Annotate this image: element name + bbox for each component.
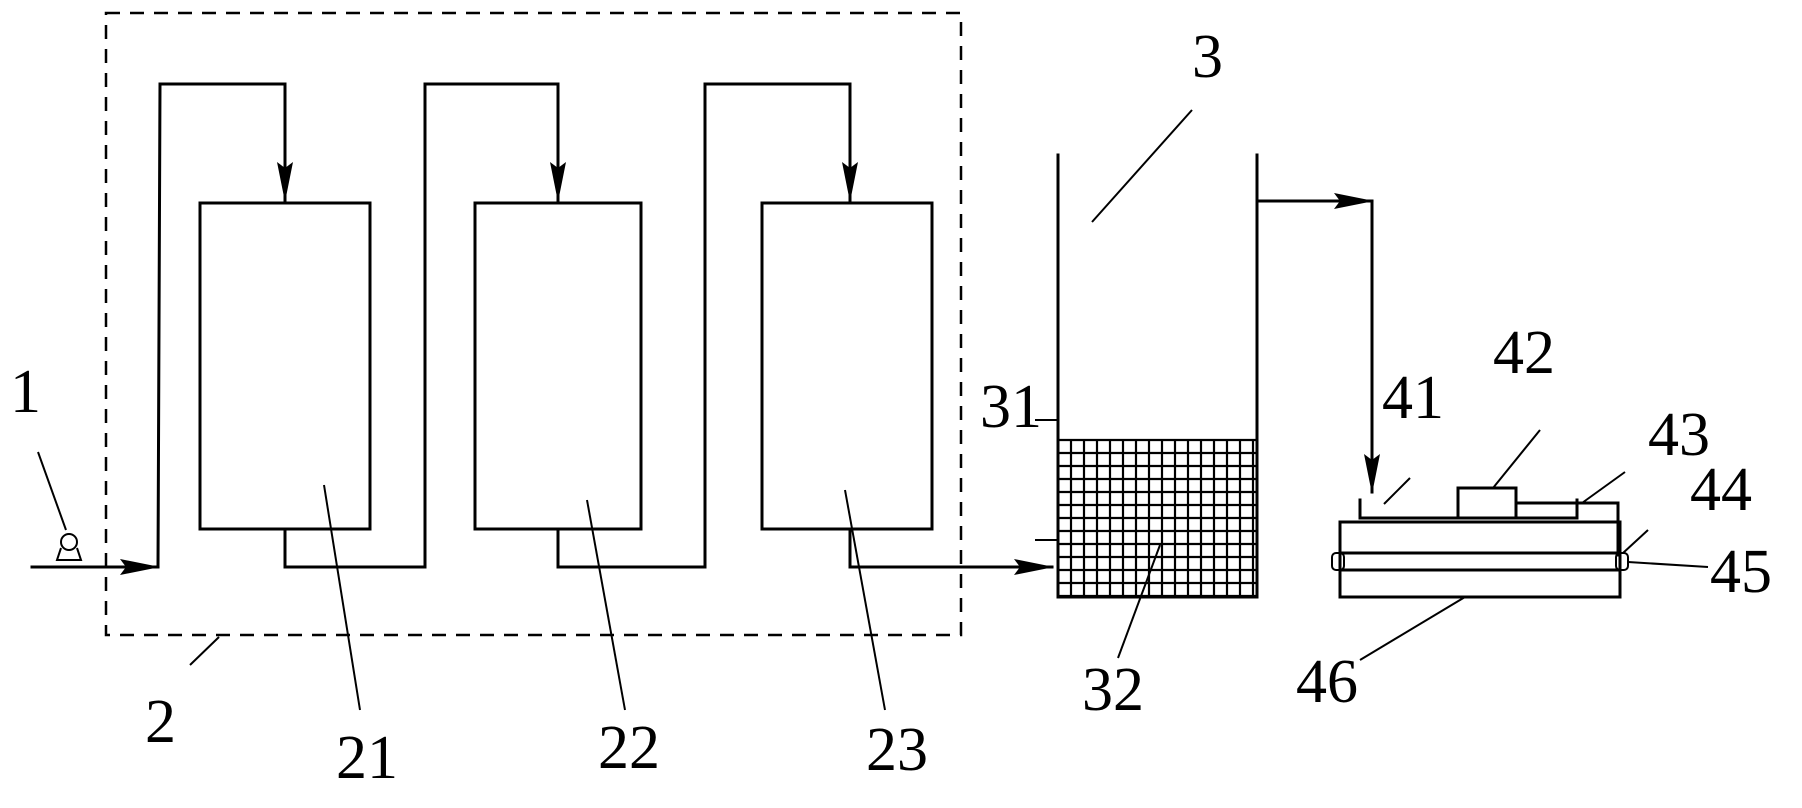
label-dashed-group: 2 <box>145 688 176 756</box>
label-tank-23: 23 <box>866 716 928 784</box>
pump-icon <box>55 533 83 561</box>
label-unit-layer-a: 44 <box>1690 456 1752 524</box>
label-vessel-inlet: 31 <box>980 373 1042 441</box>
label-vessel-packing: 32 <box>1082 656 1144 724</box>
label-tank-21: 21 <box>336 724 398 792</box>
label-unit-block: 42 <box>1493 319 1555 387</box>
label-pump: 1 <box>10 358 41 426</box>
outlet-pipe <box>1255 193 1380 494</box>
treatment-unit <box>1331 486 1629 599</box>
pipework <box>156 82 1054 575</box>
label-unit-base: 46 <box>1296 648 1358 716</box>
dashed-enclosure <box>104 11 963 637</box>
leader-lines <box>37 109 1709 711</box>
label-vessel: 3 <box>1192 23 1223 91</box>
label-unit-layer-b: 45 <box>1710 538 1772 606</box>
label-tank-22: 22 <box>598 714 660 782</box>
tank-23 <box>760 201 934 531</box>
tank-22 <box>473 201 643 531</box>
packing-grid <box>1058 438 1257 598</box>
label-unit-pipe: 43 <box>1648 401 1710 469</box>
label-unit-inlet: 41 <box>1382 364 1444 432</box>
tank-21 <box>198 201 372 531</box>
